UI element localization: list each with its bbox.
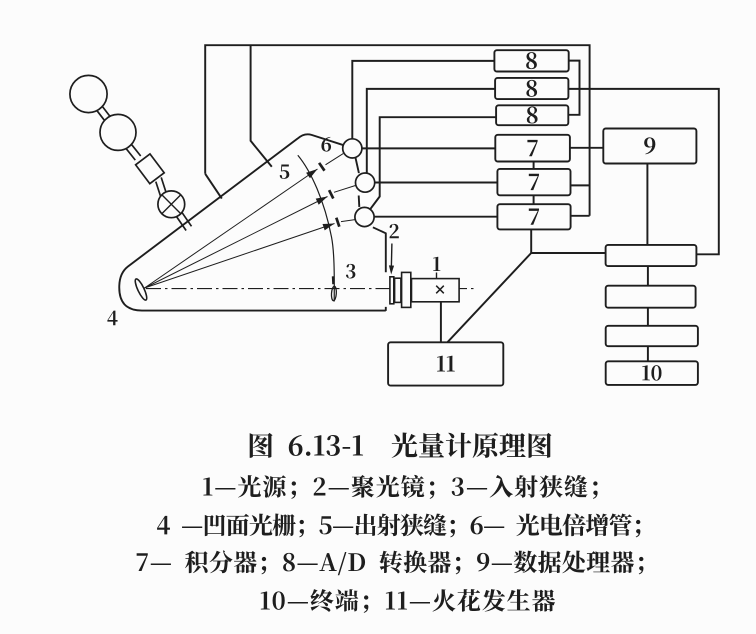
wire-adc2-left	[365, 87, 495, 173]
wire-top-loop-inner	[249, 45, 273, 168]
photomultiplier-tubes	[341, 137, 376, 228]
housing-step-1	[354, 157, 360, 174]
concave-grating-mark	[134, 278, 148, 301]
ray-arrow-icon-1	[306, 169, 318, 179]
caption-legend-line-2: 4 —凹面光栅；5—出射狭缝；6— 光电倍增管；	[157, 513, 641, 538]
tube-flange	[400, 271, 412, 309]
spark-generator-label: 11	[437, 355, 455, 372]
exit-slit-2	[327, 189, 335, 200]
ray-segment-2	[333, 184, 356, 193]
caption-legend-line-3: 7— 积分器；8—A/D 转换器；9—数据处理器；	[136, 550, 644, 576]
pmt-circle-3	[354, 206, 375, 228]
wire-adc1-adc3-right	[568, 59, 581, 116]
terminal-label: 10	[642, 365, 662, 381]
pmt-circle-1	[341, 137, 363, 159]
adc-label-2: 8	[526, 79, 538, 97]
mount-ball-small	[99, 113, 137, 152]
housing-outline	[118, 133, 386, 312]
housing-right-edge	[372, 226, 387, 311]
ray-arrow-icon-2	[315, 196, 328, 205]
signal-wires	[204, 44, 720, 362]
light-ray-2	[144, 196, 328, 289]
mount-link-3	[154, 177, 167, 197]
interface-box-3	[604, 324, 699, 348]
condenser-lens	[389, 275, 395, 305]
grating-and-slit	[134, 276, 337, 302]
source-mount-assembly	[69, 74, 193, 231]
integrator-label-3: 7	[528, 208, 540, 225]
spectrometer-housing	[118, 133, 387, 312]
light-ray-1	[144, 168, 318, 289]
valve-cross-icon	[161, 194, 182, 215]
mount-link-4	[176, 212, 193, 231]
housing-step-2	[357, 195, 361, 207]
integrator-label-1: 7	[527, 139, 538, 157]
pmt-circle-2	[354, 172, 376, 194]
interface-box-1	[604, 243, 698, 268]
callout-light-source: 1	[433, 256, 441, 272]
spark-stand-body	[410, 277, 460, 303]
caption-legend-line-1: 1—光源；2—聚光镜；3—入射狭缝；	[203, 474, 598, 499]
valve-circle	[157, 190, 186, 219]
exit-slit-3	[335, 217, 341, 228]
source-optics-assembly	[389, 243, 460, 309]
wire-adc3-left	[369, 116, 496, 210]
label2-leader	[390, 243, 393, 270]
integrator-label-2: 7	[528, 173, 540, 191]
callout-condenser-lens: 2	[389, 223, 399, 239]
integrator-box-1	[494, 133, 571, 163]
ray-arrowheads	[306, 169, 395, 275]
mount-link-1	[96, 106, 111, 121]
ray-arrow-icon-3	[322, 223, 335, 231]
exit-slit-marks	[317, 162, 341, 228]
caption-legend-line-4: 10—终端；11—火花发生器	[260, 589, 556, 613]
callout-photomultiplier: 6	[321, 136, 332, 152]
wire-adc1-left	[351, 59, 495, 139]
entrance-slit-mark	[330, 285, 337, 302]
integrator-box-3	[496, 203, 572, 231]
adc-label-1: 8	[526, 52, 537, 70]
mount-block	[134, 152, 166, 185]
block-boxes	[387, 49, 699, 387]
data-processor-box	[602, 127, 698, 165]
figure-caption: 图 6.13-1 光量计原理图 1—光源；2—聚光镜；3—入射狭缝； 4 —凹面…	[136, 432, 644, 613]
mount-ball-large	[69, 74, 108, 114]
light-ray-3	[144, 223, 335, 289]
wire-top-loop	[204, 44, 591, 216]
label2-arrow-icon	[388, 265, 395, 275]
callout-concave-grating: 4	[107, 310, 118, 326]
callout-entrance-slit: 3	[345, 263, 356, 279]
caption-title: 图 6.13-1 光量计原理图	[249, 432, 552, 458]
lens-tube	[393, 277, 402, 304]
exit-slit-1	[317, 162, 326, 172]
spark-gap-icon	[435, 285, 445, 294]
callout-exit-slits: 5	[279, 164, 290, 179]
wire-top-loop-tail-1	[204, 173, 223, 200]
ray-segment-1	[325, 153, 344, 166]
spark-generator-box	[387, 341, 505, 387]
diagram-labels: 8 8 8 7 7 7 9 10 11 1 2 3 4 5 6	[107, 52, 662, 381]
mount-link-2	[125, 144, 142, 161]
wire-junction-spark	[446, 252, 532, 343]
adc-label-3: 8	[526, 106, 538, 124]
integrator-box-2	[496, 167, 572, 197]
ray-segment-3	[340, 219, 356, 223]
wire-adc2-right	[568, 87, 720, 256]
data-processor-label: 9	[644, 137, 656, 155]
interface-box-2	[604, 284, 697, 309]
